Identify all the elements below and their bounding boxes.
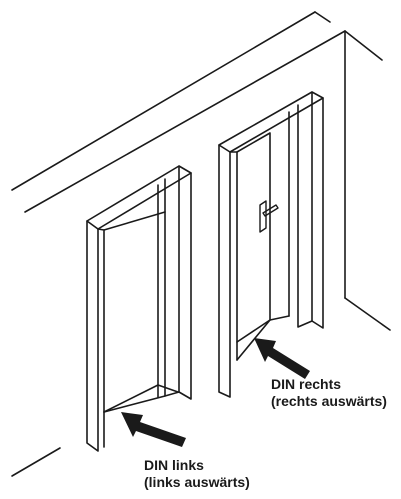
wall-outline [11,11,391,477]
label-din-links-line1: DIN links [144,457,204,473]
arrow-left-door-icon [121,412,186,447]
door-handle-icon [259,200,279,233]
right-door-frame [218,91,324,398]
right-door-leaf [236,132,290,361]
label-din-rechts: DIN rechts (rechts auswärts) [271,376,387,410]
label-din-rechts-line2: (rechts auswärts) [271,393,387,409]
left-door-frame [86,165,192,452]
label-din-rechts-line1: DIN rechts [271,376,342,392]
left-door-leaf [103,211,179,413]
label-din-links-line2: (links auswärts) [144,474,250,490]
label-din-links: DIN links (links auswärts) [144,457,250,491]
arrow-right-door-icon [254,338,310,379]
